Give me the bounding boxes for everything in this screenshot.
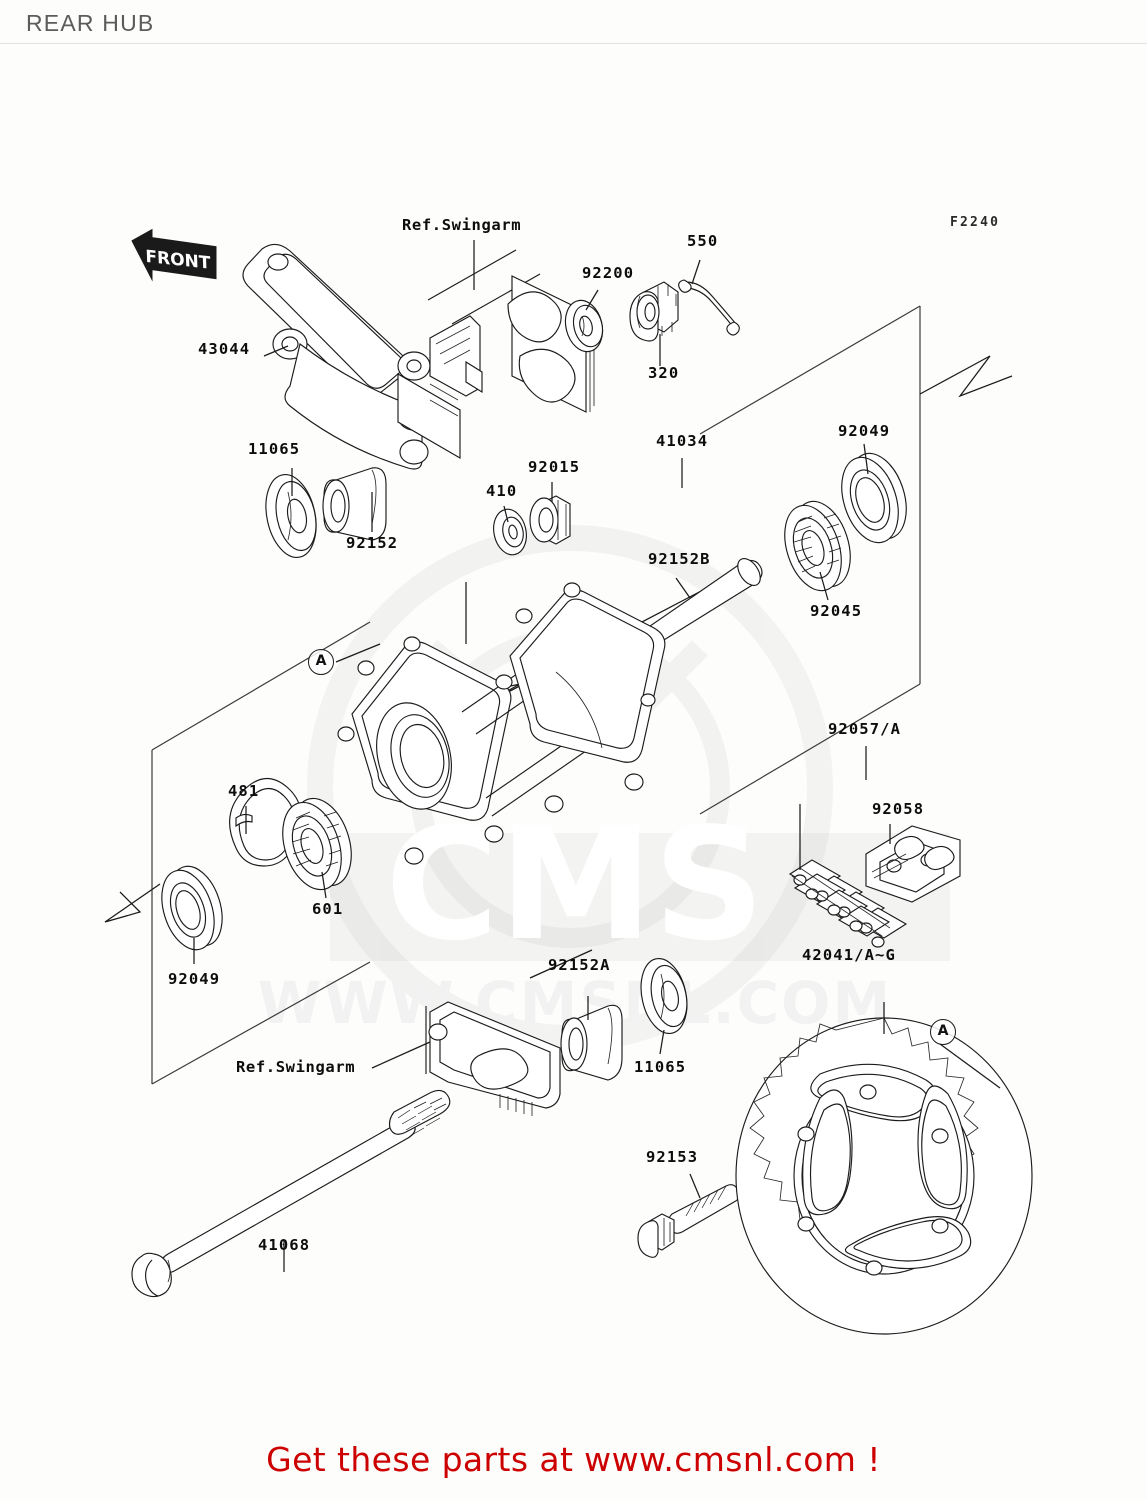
part-11065-cap-lower (640, 957, 688, 1035)
part-label-92045[interactable]: 92045 (810, 602, 863, 620)
part-ref-swingarm-lower (425, 1001, 561, 1116)
part-label-92049-right[interactable]: 92049 (838, 422, 891, 440)
part-label-481[interactable]: 481 (228, 782, 260, 800)
part-11065-cap-upper (265, 474, 317, 558)
part-601-bearing-left (282, 797, 352, 891)
part-label-92057a[interactable]: 92057/A (828, 720, 902, 738)
part-label-92152[interactable]: 92152 (346, 534, 399, 552)
part-92152a-collar-lower (560, 1004, 623, 1081)
part-label-11065-upper[interactable]: 11065 (248, 440, 301, 458)
footer: Get these parts at www.cmsnl.com ! (0, 1440, 1147, 1479)
part-label-92153[interactable]: 92153 (646, 1148, 699, 1166)
part-label-92152b[interactable]: 92152B (648, 550, 711, 568)
part-label-43044[interactable]: 43044 (198, 340, 251, 358)
part-320-castle-nut (629, 281, 679, 342)
part-label-92152a[interactable]: 92152A (548, 956, 611, 974)
part-41068-rear-axle (131, 1089, 451, 1298)
part-92045-bearing-right (784, 500, 851, 592)
diagram-reference-code: F2240 (950, 215, 1001, 230)
part-label-42041[interactable]: 42041/A~G (802, 946, 896, 964)
part-41034-hub-body (337, 582, 666, 865)
part-92015-nut (529, 495, 571, 545)
page-header: REAR HUB (0, 0, 1147, 44)
part-410-nut (493, 508, 527, 556)
part-label-410[interactable]: 410 (486, 482, 518, 500)
ref-note-swingarm-bottom: Ref.Swingarm (236, 1058, 356, 1076)
part-92058-master-link (865, 825, 961, 903)
part-92200-washer (564, 299, 604, 353)
part-label-11065-lower[interactable]: 11065 (634, 1058, 687, 1076)
part-43044-torque-link (242, 243, 461, 470)
part-92049-seal-left (161, 865, 223, 951)
footer-promo-text: Get these parts at www.cmsnl.com ! (266, 1440, 881, 1479)
part-92049-seal-right (841, 452, 907, 544)
part-42041-rear-sprocket (735, 1017, 1033, 1335)
part-label-41034[interactable]: 41034 (656, 432, 709, 450)
part-label-92049-left[interactable]: 92049 (168, 970, 221, 988)
exploded-parts-diagram: CMS WWW.CMSNL.COM .ln { fill:none; strok… (0, 44, 1147, 1424)
front-direction-indicator: FRONT (131, 228, 217, 282)
part-92152-collar-upper (322, 467, 387, 541)
part-92153-sprocket-bolt (637, 1184, 740, 1258)
part-label-320[interactable]: 320 (648, 364, 680, 382)
group-bracket-lower (104, 621, 371, 1085)
part-label-92058[interactable]: 92058 (872, 800, 925, 818)
part-550-cotter-pin (678, 279, 740, 336)
part-label-41068[interactable]: 41068 (258, 1236, 311, 1254)
group-marker-a-right: A (930, 1019, 956, 1045)
part-label-92015[interactable]: 92015 (528, 458, 581, 476)
leader-lines (193, 240, 1001, 1272)
part-label-550[interactable]: 550 (687, 232, 719, 250)
ref-note-swingarm-top: Ref.Swingarm (402, 216, 522, 234)
group-marker-a-left: A (308, 649, 334, 675)
diagram-linework: .ln { fill:none; stroke:#1b1b1b; stroke-… (104, 240, 1033, 1335)
page-title: REAR HUB (26, 10, 155, 36)
part-92057a-drive-chain (788, 859, 908, 948)
part-label-601[interactable]: 601 (312, 900, 344, 918)
part-label-92200[interactable]: 92200 (582, 264, 635, 282)
